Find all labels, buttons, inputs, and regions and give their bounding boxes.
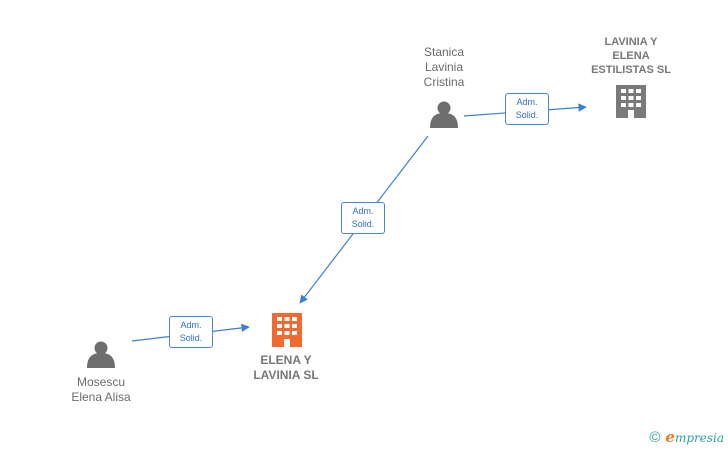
person-icon[interactable]	[87, 341, 115, 369]
edge-label: Adm. Solid.	[341, 202, 385, 234]
building-icon[interactable]	[616, 85, 646, 118]
company-name-label[interactable]: LAVINIA Y ELENA ESTILISTAS SL	[591, 36, 671, 76]
copyright-icon: ©	[649, 428, 661, 446]
person-icon[interactable]	[430, 101, 458, 129]
footer-branding: © empresia	[649, 428, 724, 446]
company-name-label[interactable]: ELENA Y LAVINIA SL	[253, 353, 319, 382]
building-icon[interactable]	[272, 313, 302, 347]
edge-label: Adm. Solid.	[505, 93, 549, 125]
edge-label: Adm. Solid.	[169, 316, 213, 348]
brand-logo: empresia	[665, 428, 724, 446]
person-name-label[interactable]: Stanica Lavinia Cristina	[423, 45, 465, 89]
person-name-label[interactable]: Mosescu Elena Alisa	[71, 375, 131, 404]
